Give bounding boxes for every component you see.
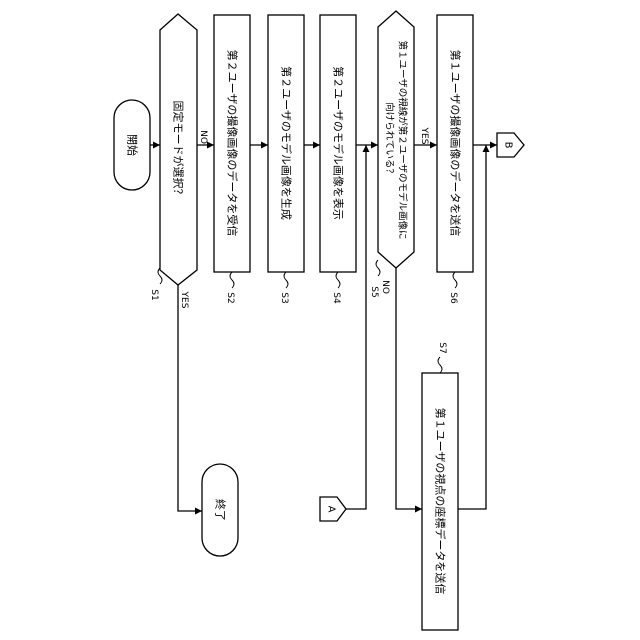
process-s2-text: 第２ユーザの撮像画像のデータを受信	[226, 50, 240, 237]
connector-b-label: B	[503, 142, 514, 149]
tag-s2: S2	[225, 292, 235, 303]
decision-s5-text-line2: 向けられている？	[384, 102, 396, 178]
connector-b: B	[497, 133, 524, 157]
arrow-into-s5	[371, 142, 378, 149]
arrow-into-s7	[415, 506, 422, 513]
arrow-merge-up	[483, 145, 490, 152]
process-s6-text: 第１ユーザの撮像画像のデータを送信	[449, 50, 463, 237]
decision-s1: 固定モードが選択？	[160, 14, 197, 285]
label-s5-no: NO	[380, 280, 390, 294]
edge-s5-no-s7	[396, 268, 422, 509]
tag-s1: S1	[149, 289, 159, 300]
process-s7-text: 第１ユーザの視点の座標データを送信	[434, 408, 448, 595]
arrow-into-s1	[153, 142, 160, 149]
s5-leader	[376, 260, 380, 276]
decision-s1-text: 固定モードが選択？	[172, 101, 186, 200]
tag-s7: S7	[437, 342, 447, 353]
arrow-into-s6	[430, 142, 437, 149]
process-s4: 第２ユーザのモデル画像を表示	[320, 15, 356, 272]
step-id-tags: S1 S2 S3 S4 S5 S6 S7	[149, 260, 458, 373]
tag-s3: S3	[279, 292, 289, 303]
s2-leader	[230, 272, 234, 288]
process-s3: 第２ユーザのモデル画像を生成	[268, 15, 304, 272]
end-label: 終了	[214, 499, 228, 521]
s4-leader	[336, 272, 340, 288]
tag-s5: S5	[369, 286, 379, 297]
arrow-into-s3	[261, 142, 268, 149]
decision-s5: 第１ユーザの視線が第２ユーザのモデル画像に 向けられている？	[378, 11, 414, 268]
label-s1-yes: YES	[179, 291, 189, 309]
process-s4-text: 第２ユーザのモデル画像を表示	[332, 66, 346, 220]
edge-s1-yes-end	[178, 285, 202, 511]
arrow-into-end	[195, 508, 202, 515]
process-s2: 第２ユーザの撮像画像のデータを受信	[214, 15, 250, 272]
arrow-into-b	[490, 142, 497, 149]
label-s5-yes: YES	[419, 127, 429, 145]
s3-leader	[284, 272, 288, 288]
process-s7: 第１ユーザの視点の座標データを送信	[422, 373, 458, 630]
s7-leader	[438, 357, 442, 373]
start-terminal: 開始	[114, 100, 150, 190]
start-label: 開始	[126, 134, 140, 156]
label-s1-no: NO	[198, 130, 208, 144]
process-s3-text: 第２ユーザのモデル画像を生成	[280, 66, 294, 220]
arrow-into-s4	[313, 142, 320, 149]
tag-s4: S4	[331, 292, 341, 304]
tag-s6: S6	[448, 292, 458, 304]
s6-leader	[453, 272, 457, 288]
end-terminal: 終了	[202, 464, 238, 556]
arrow-a-up	[363, 145, 370, 152]
connector-a: A	[320, 497, 346, 521]
process-s6: 第１ユーザの撮像画像のデータを送信	[437, 15, 473, 272]
decision-s5-text-line1: 第１ユーザの視線が第２ユーザのモデル画像に	[397, 40, 409, 239]
connector-a-label: A	[326, 506, 337, 513]
